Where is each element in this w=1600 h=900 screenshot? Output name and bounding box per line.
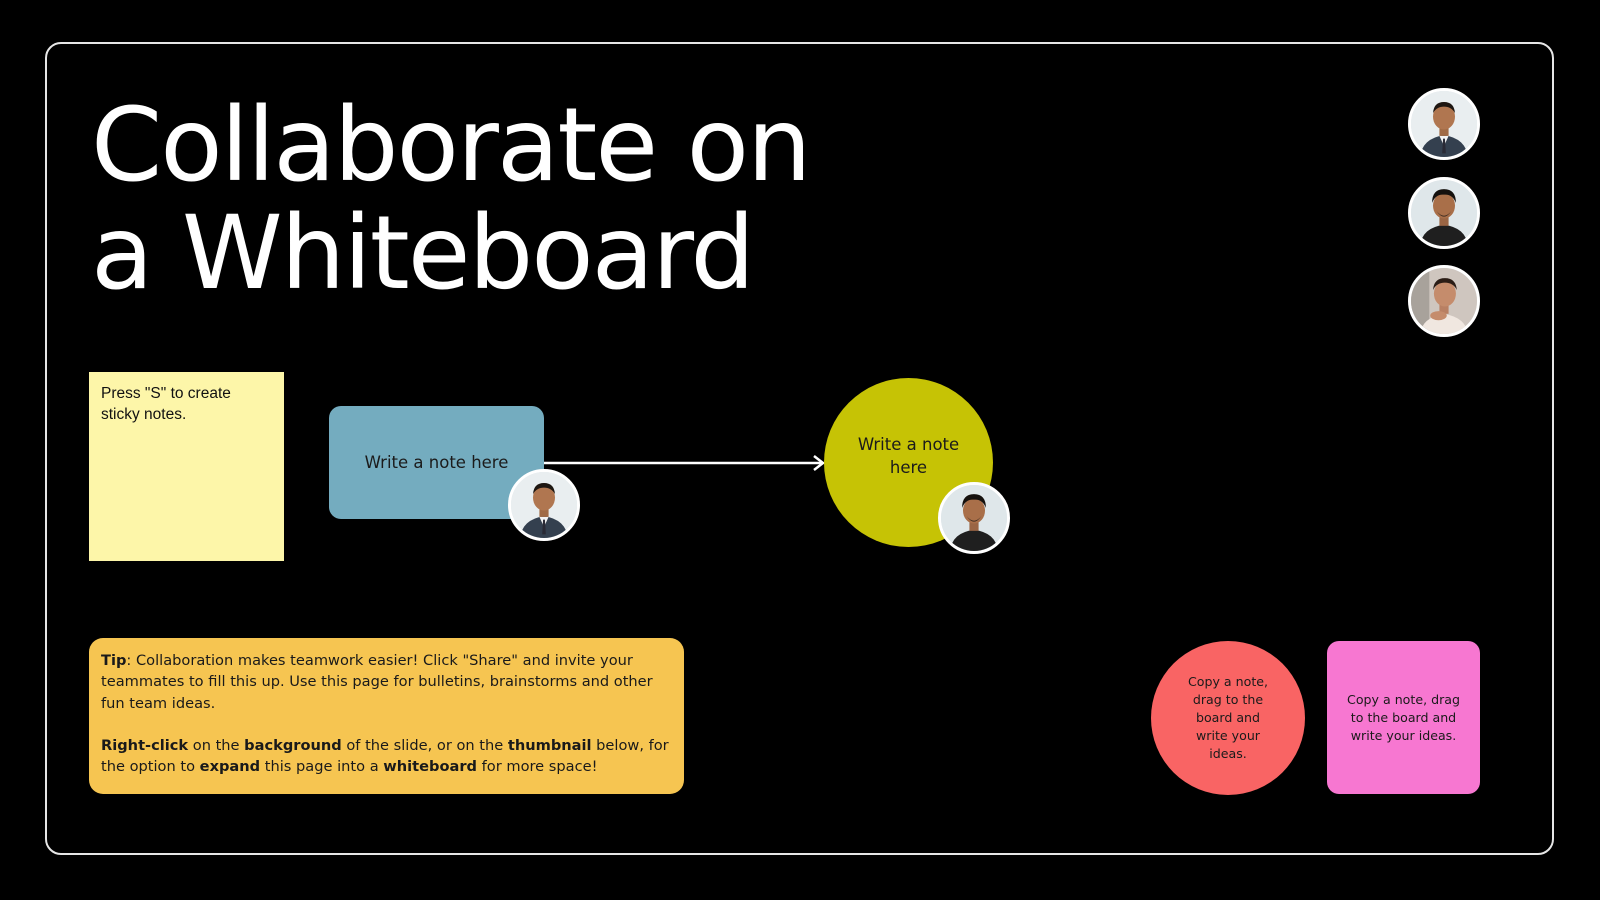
tip-text-segment: on the [188, 736, 245, 754]
page-title: Collaborate on a Whiteboard [91, 86, 812, 313]
connector-arrow[interactable] [544, 451, 828, 475]
tip-bold-thumbnail: thumbnail [507, 736, 592, 754]
person-icon [511, 472, 577, 538]
title-line-2: a Whiteboard [91, 194, 755, 313]
tip-paragraph-2: Right-click on the background of the sli… [101, 735, 672, 778]
tip-text-segment: below, for the option to [101, 736, 669, 776]
tip-bold-right-click: Right-click [101, 736, 189, 754]
green-note-author-avatar[interactable] [938, 482, 1010, 554]
blue-note-author-avatar[interactable] [508, 469, 580, 541]
tip-label: Tip [101, 652, 127, 669]
tip-box: Tip: Collaboration makes teamwork easier… [89, 638, 684, 794]
red-circle-text: Copy a note, drag to the board and write… [1187, 674, 1269, 761]
collaborator-avatar-3[interactable] [1408, 265, 1480, 337]
person-icon [941, 485, 1007, 551]
tip-bold-expand: expand [199, 758, 261, 776]
collaborator-avatar-1[interactable] [1408, 88, 1480, 160]
tip-text-segment: this page into a [260, 758, 384, 776]
person-icon [1411, 268, 1477, 334]
blue-note-text: Write a note here [364, 453, 509, 472]
green-circle-text: Write a note here [857, 434, 960, 477]
tip-text: : Collaboration makes teamwork easier! C… [101, 652, 653, 712]
tip-paragraph-1: Tip: Collaboration makes teamwork easier… [101, 650, 672, 714]
tip-bold-background: background [244, 736, 342, 754]
person-icon [1411, 91, 1477, 157]
tip-text-segment: for more space! [477, 758, 598, 776]
tip-text-segment: of the slide, or on the [341, 736, 508, 754]
whiteboard-frame [45, 42, 1554, 855]
person-icon [1411, 180, 1477, 246]
collaborator-avatar-2[interactable] [1408, 177, 1480, 249]
sticky-note[interactable]: Press "S" to create sticky notes. [89, 372, 284, 561]
pink-square-note[interactable]: Copy a note, drag to the board and write… [1327, 641, 1480, 794]
sticky-note-text: Press "S" to create sticky notes. [101, 385, 231, 423]
red-circle-note[interactable]: Copy a note, drag to the board and write… [1151, 641, 1305, 795]
title-line-1: Collaborate on [91, 86, 812, 205]
pink-note-text: Copy a note, drag to the board and write… [1347, 691, 1460, 743]
tip-bold-whiteboard: whiteboard [383, 758, 478, 776]
